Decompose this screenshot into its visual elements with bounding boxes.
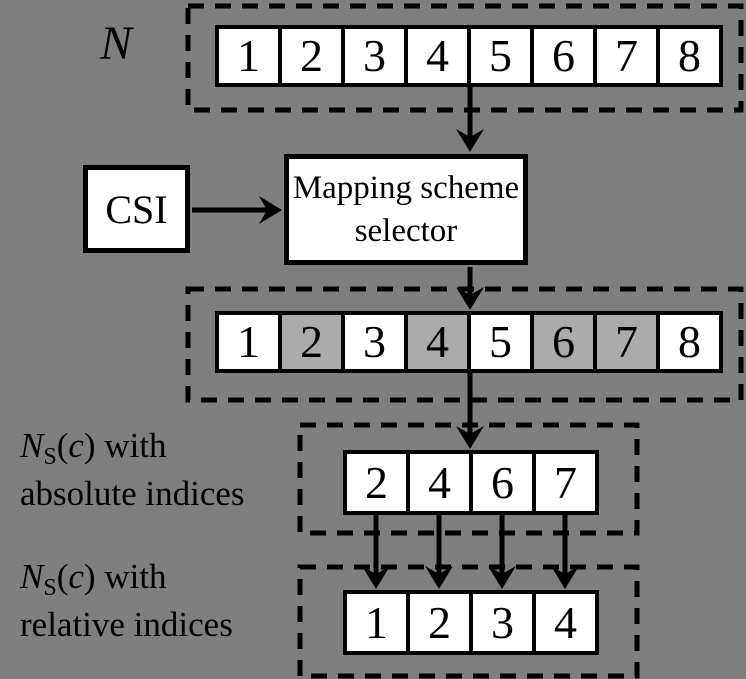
mapped-set-cell-1: 1 — [215, 311, 282, 373]
csi-box-label: CSI — [105, 186, 168, 232]
mapped-set-cell-5: 5 — [467, 311, 534, 373]
full-set-cell-3: 3 — [341, 25, 408, 87]
relative-set-cell-1: 1 — [343, 590, 410, 655]
selector-label-line1: Mapping scheme — [292, 170, 520, 207]
relative-set-cell-2: 2 — [406, 590, 473, 655]
relative-set-cell-3: 3 — [469, 590, 536, 655]
relative-indices-label-line2: relative indices — [20, 604, 233, 644]
mapped-set-cell-3: 3 — [341, 311, 408, 373]
script-n: N — [20, 557, 44, 596]
full-set-cell-6: 6 — [530, 25, 597, 87]
full-set-cell-2: 2 — [278, 25, 345, 87]
full-set-symbol-label: N — [100, 16, 132, 71]
selector-label-line2: selector — [354, 212, 458, 249]
mapped-set-cell-7: 7 — [593, 311, 660, 373]
mapping-scheme-selector-box: Mapping scheme selector — [284, 154, 528, 265]
full-set-cell-1: 1 — [215, 25, 282, 87]
mapped-set-cell-4: 4 — [404, 311, 471, 373]
relative-set-cell-4: 4 — [532, 590, 599, 655]
relative-indices-label: NS(c) with relative indices — [20, 557, 233, 644]
full-set-cell-8: 8 — [656, 25, 723, 87]
absolute-set-cell-1: 2 — [343, 450, 410, 515]
script-n: N — [20, 426, 44, 465]
script-n: N — [100, 17, 133, 70]
relative-set-row: 1 2 3 4 — [343, 590, 599, 655]
absolute-set-cell-2: 4 — [406, 450, 473, 515]
csi-box: CSI — [83, 165, 190, 253]
mapped-set-cell-2: 2 — [278, 311, 345, 373]
full-set-cell-4: 4 — [404, 25, 471, 87]
absolute-set-cell-3: 6 — [469, 450, 536, 515]
full-set-row: 1 2 3 4 5 6 7 8 — [215, 25, 723, 87]
full-set-cell-5: 5 — [467, 25, 534, 87]
full-set-cell-7: 7 — [593, 25, 660, 87]
absolute-indices-label-line2: absolute indices — [20, 473, 245, 513]
absolute-set-row: 2 4 6 7 — [343, 450, 599, 515]
absolute-indices-label: NS(c) with absolute indices — [20, 426, 245, 513]
absolute-set-cell-4: 7 — [532, 450, 599, 515]
mapped-set-cell-6: 6 — [530, 311, 597, 373]
mapped-set-cell-8: 8 — [656, 311, 723, 373]
mapped-set-row: 1 2 3 4 5 6 7 8 — [215, 311, 723, 373]
